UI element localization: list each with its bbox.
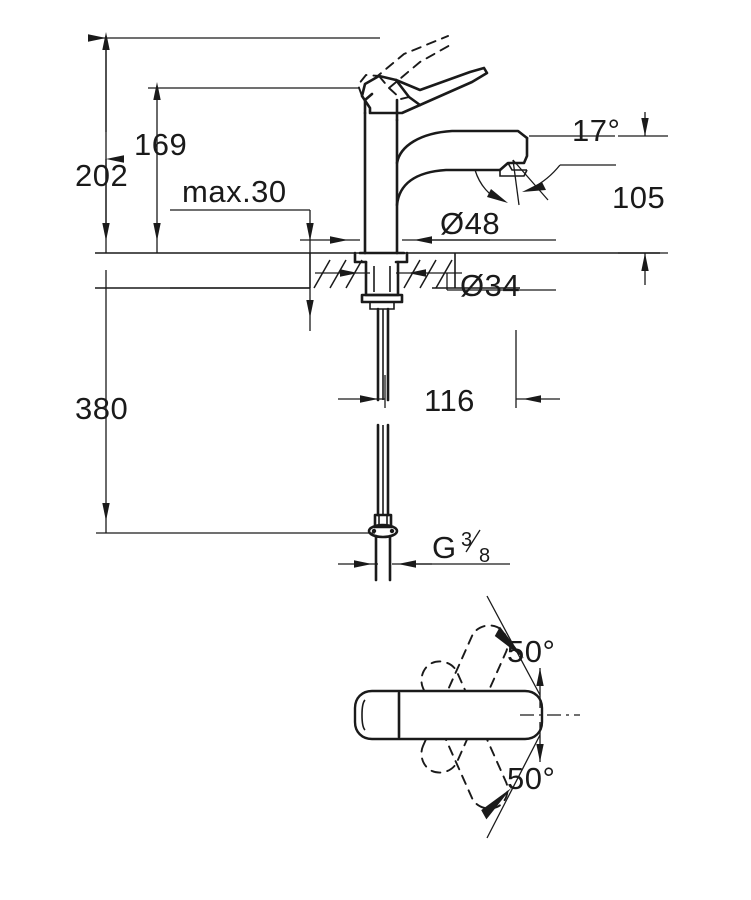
dimension-label-169: 169 [134, 127, 187, 162]
dimension-label-50deg-upper: 50° [507, 634, 555, 669]
dimension-label-17deg: 17° [572, 113, 620, 148]
basin-section-hatch-right [403, 259, 453, 289]
faucet-spout [395, 129, 529, 207]
dimension-shank-diameter: Ø34 [315, 268, 556, 303]
dimension-label-380: 380 [75, 391, 128, 426]
lever-handle [360, 66, 489, 115]
dimension-hose-length: 380 [75, 270, 375, 534]
dimension-label-d34: Ø34 [460, 268, 520, 303]
lever-handle-raised-ghost [357, 35, 453, 100]
dimension-label-thread: G [432, 530, 457, 565]
dimension-label-d48: Ø48 [440, 206, 500, 241]
plan-spout-body [353, 689, 544, 741]
faucet-base-escutcheon [353, 251, 409, 264]
flexible-hose-upper [376, 307, 390, 402]
mounting-shank [360, 260, 404, 310]
plan-spout-ghost-upper [420, 624, 509, 774]
dimension-base-diameter: Ø48 [300, 206, 556, 244]
dimension-basin-thickness: max.30 [170, 174, 314, 331]
basin-deck-line [95, 252, 660, 289]
dimension-spout-projection: 116 [338, 330, 560, 418]
dimension-swivel-lower: 50° [481, 722, 555, 839]
dimension-aerator-angle: 17° [474, 113, 620, 206]
faucet-body [363, 92, 399, 255]
dimension-label-50deg-lower: 50° [507, 761, 555, 796]
dimension-label-max30: max.30 [182, 174, 287, 209]
flexible-hose-lower [376, 423, 390, 517]
dimension-total-height: 202 [75, 32, 380, 253]
basin-deck-section-outline [309, 253, 456, 288]
dimension-label-202: 202 [75, 158, 128, 193]
dimension-swivel-upper: 50° [486, 595, 555, 708]
dimension-label-116: 116 [424, 383, 475, 418]
dimension-spout-height-105: 105 [612, 112, 668, 285]
thread-numerator: 3 [461, 529, 472, 551]
dimension-label-105: 105 [612, 180, 665, 215]
dimension-spout-height: 169 [134, 82, 360, 253]
thread-denominator: 8 [479, 545, 490, 567]
plan-spout-ghost-lower [420, 660, 509, 810]
basin-section-hatch-left [313, 259, 363, 289]
dimension-thread-size: G 3 8 [338, 529, 510, 568]
hose-connector-nut [367, 513, 399, 582]
